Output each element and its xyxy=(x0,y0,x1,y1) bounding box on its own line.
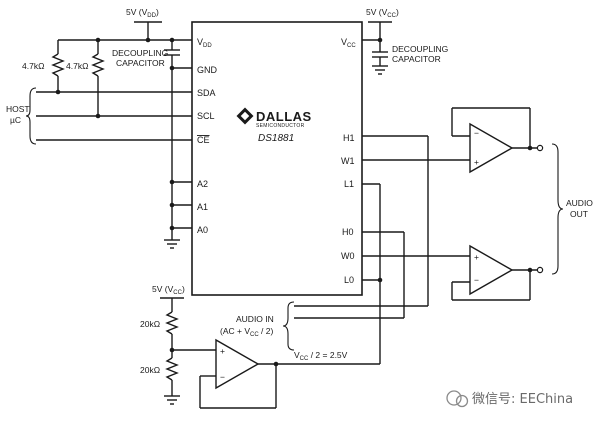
vdd-supply-label: 5V (VDD) xyxy=(126,7,159,19)
bias-voltage-label: VCC / 2 = 2.5V xyxy=(294,350,348,362)
pin-label-l0: L0 xyxy=(344,275,354,285)
audio-in-wiring xyxy=(294,305,428,319)
pullup-resistor-label-2: 4.7kΩ xyxy=(66,61,88,71)
svg-text:−: − xyxy=(474,128,479,138)
pullup-resistor-label-1: 4.7kΩ xyxy=(22,61,44,71)
pin-label-ce: CE xyxy=(197,135,210,145)
pullup-resistor-scl xyxy=(91,40,105,116)
dallas-logo-icon xyxy=(236,107,254,125)
audio-out-brace xyxy=(551,143,564,275)
pin-label-h0: H0 xyxy=(342,227,354,237)
ds1881-chip-body xyxy=(191,21,363,296)
pin-label-w0: W0 xyxy=(341,251,355,261)
host-bus-lines xyxy=(36,91,192,141)
ground-symbol-bias xyxy=(164,395,180,405)
svg-text:−: − xyxy=(220,372,225,382)
bias-supply-label: 5V (VCC) xyxy=(152,284,185,296)
pin-label-gnd: GND xyxy=(197,65,218,75)
opamp-2: − + xyxy=(451,244,538,301)
audio-in-sublabel: (AC + VCC / 2) xyxy=(220,326,273,338)
wechat-watermark: 微信号: EEChina xyxy=(446,390,573,408)
audio-in-brace xyxy=(282,301,295,351)
pin-label-a0: A0 xyxy=(197,225,208,235)
bias-buffer-opamp: + − xyxy=(172,306,381,409)
svg-text:+: + xyxy=(474,252,479,262)
pin-label-l1: L1 xyxy=(344,179,354,189)
pin-label-scl: SCL xyxy=(197,111,215,121)
svg-text:+: + xyxy=(474,157,479,167)
pullup-resistor-sda xyxy=(51,40,65,92)
pin-label-h1: H1 xyxy=(343,133,355,143)
watermark-text: 微信号: EEChina xyxy=(472,392,573,407)
host-brace xyxy=(25,87,37,145)
pin-label-a1: A1 xyxy=(197,202,208,212)
opamp-1: − + xyxy=(451,107,538,174)
divider-resistor-top-label: 20kΩ xyxy=(140,319,160,329)
pin-label-vcc: VCC xyxy=(341,37,356,49)
pin-label-vdd: VDD xyxy=(197,37,212,49)
bias-divider xyxy=(160,297,184,396)
vcc-supply-label: 5V (VCC) xyxy=(366,7,399,19)
audio-out-terminal-2 xyxy=(536,266,544,274)
pot1-wiring xyxy=(362,135,470,306)
part-number: DS1881 xyxy=(258,133,294,144)
audio-out-terminal-1 xyxy=(536,144,544,152)
wechat-icon xyxy=(446,390,469,408)
svg-text:+: + xyxy=(220,346,225,356)
ground-symbol-right xyxy=(372,65,388,75)
pot0-wiring xyxy=(362,231,470,318)
divider-resistor-bottom-label: 20kΩ xyxy=(140,365,160,375)
logo-subtext: SEMICONDUCTOR xyxy=(256,123,305,129)
ground-symbol-left xyxy=(164,239,180,249)
dallas-logo: DALLAS SEMICONDUCTOR xyxy=(236,107,312,129)
logo-text: DALLAS xyxy=(256,109,312,124)
pin-label-sda: SDA xyxy=(197,88,216,98)
vcc-supply-wiring xyxy=(362,21,392,66)
pin-label-w1: W1 xyxy=(341,156,355,166)
svg-text:−: − xyxy=(474,275,479,285)
pin-label-a2: A2 xyxy=(197,179,208,189)
audio-in-label: AUDIO IN xyxy=(236,314,274,324)
